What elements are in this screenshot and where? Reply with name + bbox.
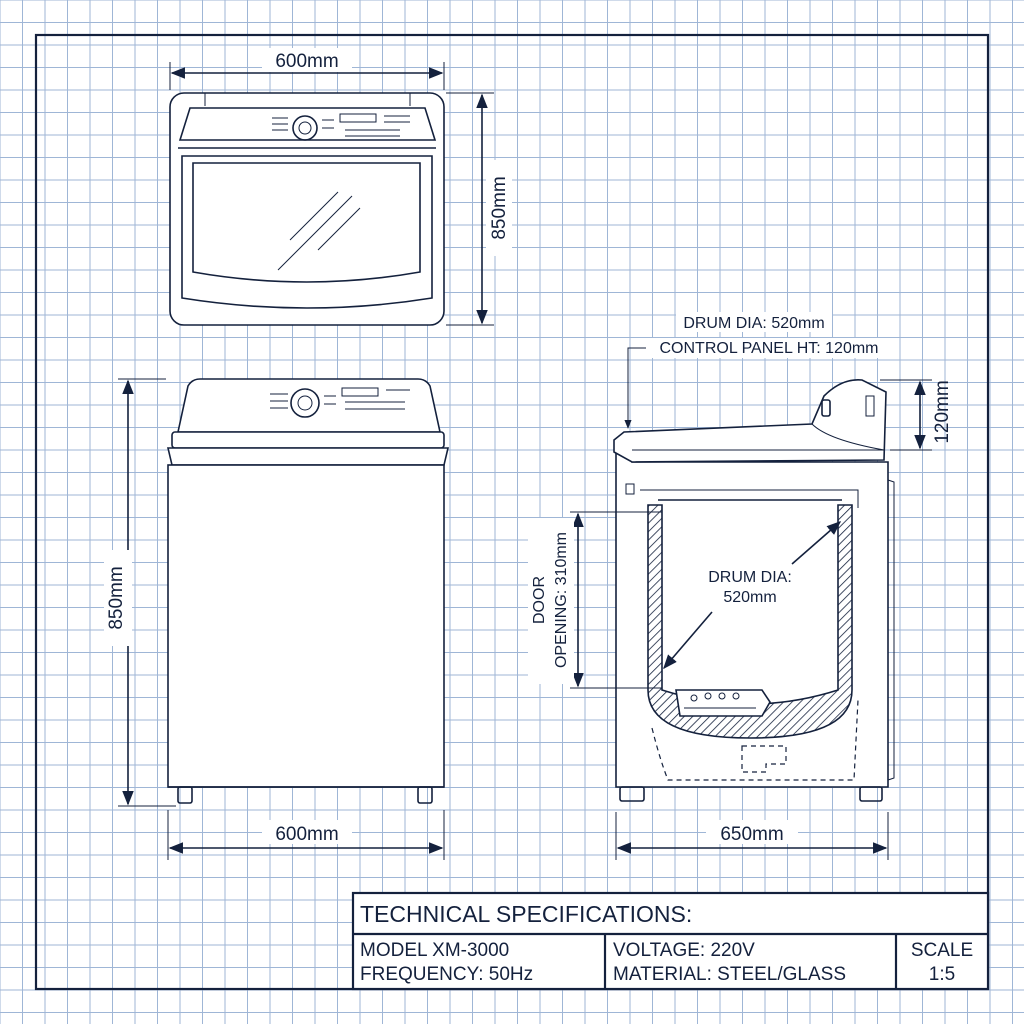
front-width-label: 600mm xyxy=(275,824,338,845)
top-height-label: 850mm xyxy=(489,176,510,239)
callout-control-panel-height: CONTROL PANEL HT: 120mm xyxy=(659,340,878,357)
agitator-base xyxy=(675,689,771,717)
front-view-dial-icon xyxy=(290,388,320,418)
drum-diameter-leader xyxy=(791,521,842,565)
top-view-glass-lid xyxy=(192,162,421,283)
front-view-cabinet xyxy=(167,464,445,788)
spec-material: MATERIAL: STEEL/GLASS xyxy=(613,964,846,985)
callout-drum-diameter: DRUM DIA: 520mm xyxy=(683,315,824,332)
top-view: 600mm 850mm xyxy=(169,48,512,326)
title-block: TECHNICAL SPECIFICATIONS: MODEL XM-3000 … xyxy=(351,891,990,991)
spec-model: MODEL XM-3000 xyxy=(360,940,509,961)
front-height-label: 850mm xyxy=(106,566,127,629)
front-view: 850mm 600mm xyxy=(104,378,450,860)
drain-pump-icon xyxy=(741,745,787,773)
panel-height-label: 120mm xyxy=(932,380,953,443)
top-view-dial-icon xyxy=(292,115,318,141)
drum-diameter-label-line1: DRUM DIA: xyxy=(708,569,792,586)
scale-label: SCALE xyxy=(911,940,973,961)
title-block-heading: TECHNICAL SPECIFICATIONS: xyxy=(360,901,692,927)
spec-voltage: VOLTAGE: 220V xyxy=(613,940,755,961)
scale-value: 1:5 xyxy=(929,964,955,985)
top-width-label: 600mm xyxy=(275,51,338,72)
side-section-view: 120mm 650mm DRUM DIA: 520mm CONTROL PANE… xyxy=(528,312,953,860)
spec-frequency: FREQUENCY: 50Hz xyxy=(360,964,533,985)
door-opening-label-line2: OPENING: 310mm xyxy=(553,532,570,668)
side-control-panel xyxy=(613,379,887,463)
front-view-lid-edge xyxy=(171,431,445,449)
top-view-outline xyxy=(169,92,445,326)
door-opening-label-line1: DOOR xyxy=(531,576,548,624)
drum-diameter-label-line2: 520mm xyxy=(723,589,776,606)
side-width-label: 650mm xyxy=(720,824,783,845)
callout-leader-line xyxy=(624,347,646,429)
